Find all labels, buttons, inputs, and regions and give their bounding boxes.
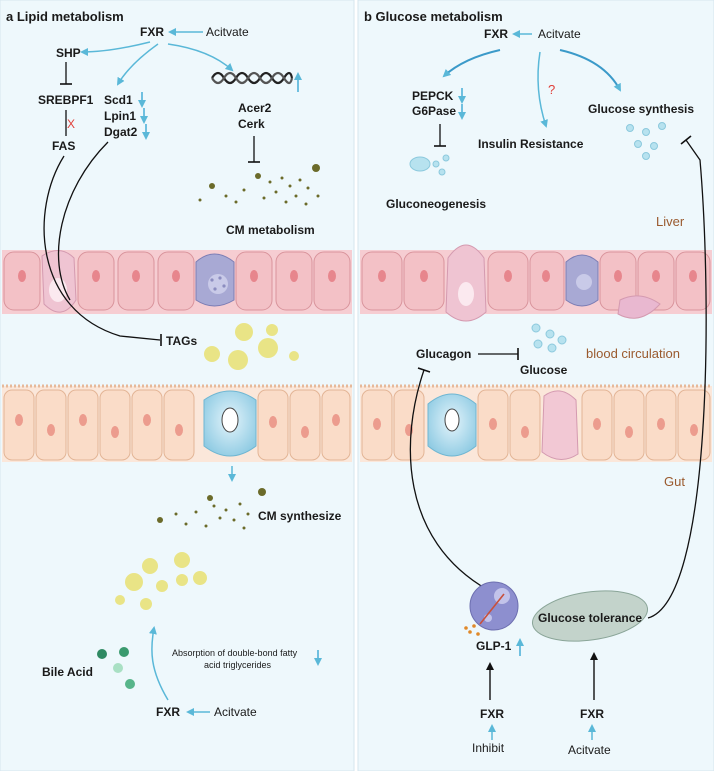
- glucose-synthesis-label: Glucose synthesis: [588, 102, 694, 116]
- red-cross-mark: X: [67, 117, 75, 131]
- fxr-label-b-right: FXR: [580, 707, 604, 721]
- absorbed-droplets: [115, 552, 207, 610]
- dna-helix-icon: [211, 71, 294, 85]
- panel-b-title: b Glucose metabolism: [364, 9, 503, 24]
- glucose-tolerance-label: Glucose tolerance: [538, 611, 642, 625]
- liver-cell-layer-a: [2, 250, 352, 314]
- fxr-to-pepck-arrow: [442, 49, 501, 78]
- glucose-tolerance-inhibit-line: [647, 139, 707, 619]
- inhibit-label: Inhibit: [472, 741, 505, 755]
- bile-acid-icon: [97, 647, 135, 689]
- question-mark: ?: [548, 82, 555, 97]
- cm-synthesize-label: CM synthesize: [258, 509, 342, 523]
- fxr-to-acer2-arrow: [167, 43, 234, 72]
- glucose-molecules-liver: [409, 122, 666, 176]
- cm-particles-top: [198, 164, 320, 206]
- absorption-label-line1: Absorption of double-bond fatty: [172, 648, 298, 658]
- glucose-tolerance-shape: [531, 590, 649, 642]
- gut-label: Gut: [664, 474, 685, 489]
- dgat2-label: Dgat2: [104, 125, 138, 139]
- absorption-label-line2: acid triglycerides: [204, 660, 272, 670]
- glucose-label: Glucose: [520, 363, 568, 377]
- g6pase-label: G6Pase: [412, 104, 456, 118]
- glp1-inhibit-bar: [417, 367, 431, 373]
- lpin1-label: Lpin1: [104, 109, 136, 123]
- gut-cell-layer-b: [360, 384, 712, 462]
- fxr-label-top: FXR: [140, 25, 164, 39]
- fxr-label-bottom: FXR: [156, 705, 180, 719]
- fxr-to-glucose-synthesis-arrow: [559, 49, 621, 92]
- gluconeogenesis-label: Gluconeogenesis: [386, 197, 486, 211]
- cerk-label: Cerk: [238, 117, 265, 131]
- shp-label: SHP: [56, 46, 81, 60]
- acer2-label: Acer2: [238, 101, 272, 115]
- activate-label-b-right: Acitvate: [568, 743, 611, 757]
- liver-cell-layer-b: [360, 244, 712, 322]
- glp1-cell-icon: [464, 581, 519, 636]
- lipid-genes-inhibit-tags: [43, 155, 161, 341]
- bile-acid-label: Bile Acid: [42, 665, 93, 679]
- activate-label-top: Acitvate: [206, 25, 249, 39]
- glp1-to-glucagon-inhibit-line: [409, 369, 489, 591]
- fas-label: FAS: [52, 139, 75, 153]
- fxr-label-b-top: FXR: [484, 27, 508, 41]
- glucose-molecules-blood: [531, 323, 567, 353]
- cm-particles-bottom: [157, 488, 266, 530]
- absorption-arrow: [148, 626, 169, 701]
- pepck-label: PEPCK: [412, 89, 454, 103]
- srebpf1-label: SREBPF1: [38, 93, 94, 107]
- fxr-label-b-left: FXR: [480, 707, 504, 721]
- liver-label: Liver: [656, 214, 685, 229]
- cm-metabolism-label: CM metabolism: [226, 223, 315, 237]
- gut-cell-layer-a: [2, 384, 352, 462]
- tags-label: TAGs: [166, 334, 197, 348]
- fxr-to-scd1-arrow: [116, 43, 159, 86]
- activate-label-bottom: Acitvate: [214, 705, 257, 719]
- glucose-synthesis-inhibit-bar: [680, 135, 692, 145]
- blood-circulation-label: blood circulation: [586, 346, 680, 361]
- fxr-to-shp-arrow: [80, 41, 151, 56]
- glucagon-label: Glucagon: [416, 347, 471, 361]
- scd1-label: Scd1: [104, 93, 133, 107]
- activate-label-b-top: Acitvate: [538, 27, 581, 41]
- glp1-label: GLP-1: [476, 639, 512, 653]
- panel-a-title: a Lipid metabolism: [6, 9, 124, 24]
- fxr-to-insulin-arrow: [537, 51, 548, 128]
- insulin-resistance-label: Insulin Resistance: [478, 137, 584, 151]
- dgat2-to-tags-line: [57, 141, 109, 301]
- tag-droplets: [204, 323, 299, 370]
